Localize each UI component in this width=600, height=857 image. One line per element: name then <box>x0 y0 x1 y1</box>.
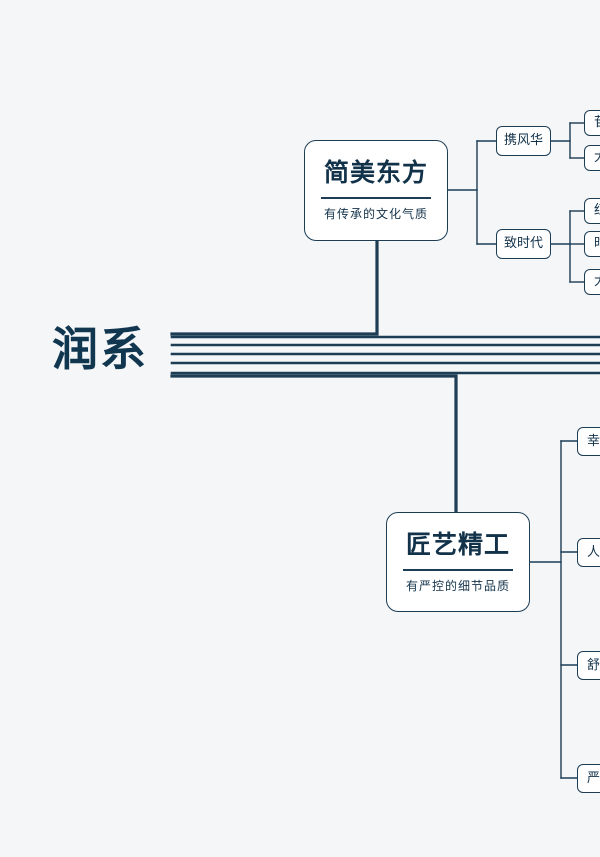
leaf-node-tag2-3[interactable]: 大 <box>584 269 600 295</box>
leaf-node-bottom-2[interactable]: 人 <box>577 538 600 567</box>
root-title: 润系 <box>52 322 148 376</box>
tag-node-2[interactable]: 致时代 <box>496 229 551 259</box>
branch-title-bottom: 匠艺精工 <box>405 530 510 559</box>
leaf-node-bottom-4[interactable]: 严 <box>577 764 600 793</box>
branch-divider-top <box>321 197 431 199</box>
leaf-node-bottom-3[interactable]: 舒 <box>577 651 600 680</box>
branch-node-top[interactable]: 简美东方 有传承的文化气质 <box>304 140 448 241</box>
branch-subtitle-top: 有传承的文化气质 <box>323 207 428 221</box>
branch-divider-bottom <box>403 569 513 571</box>
leaf-node-tag2-2[interactable]: 时 <box>584 231 600 257</box>
leaf-node-bottom-1[interactable]: 幸 <box>577 427 600 456</box>
tag-node-1[interactable]: 携风华 <box>496 126 551 156</box>
branch-subtitle-bottom: 有严控的细节品质 <box>405 579 510 593</box>
branch-node-bottom[interactable]: 匠艺精工 有严控的细节品质 <box>386 512 530 612</box>
leaf-node-tag1-1[interactable]: 苷 <box>584 110 600 136</box>
leaf-node-tag2-1[interactable]: 红 <box>584 198 600 224</box>
leaf-node-tag1-2[interactable]: 大 <box>584 145 600 171</box>
branch-title-top: 简美东方 <box>323 158 428 187</box>
